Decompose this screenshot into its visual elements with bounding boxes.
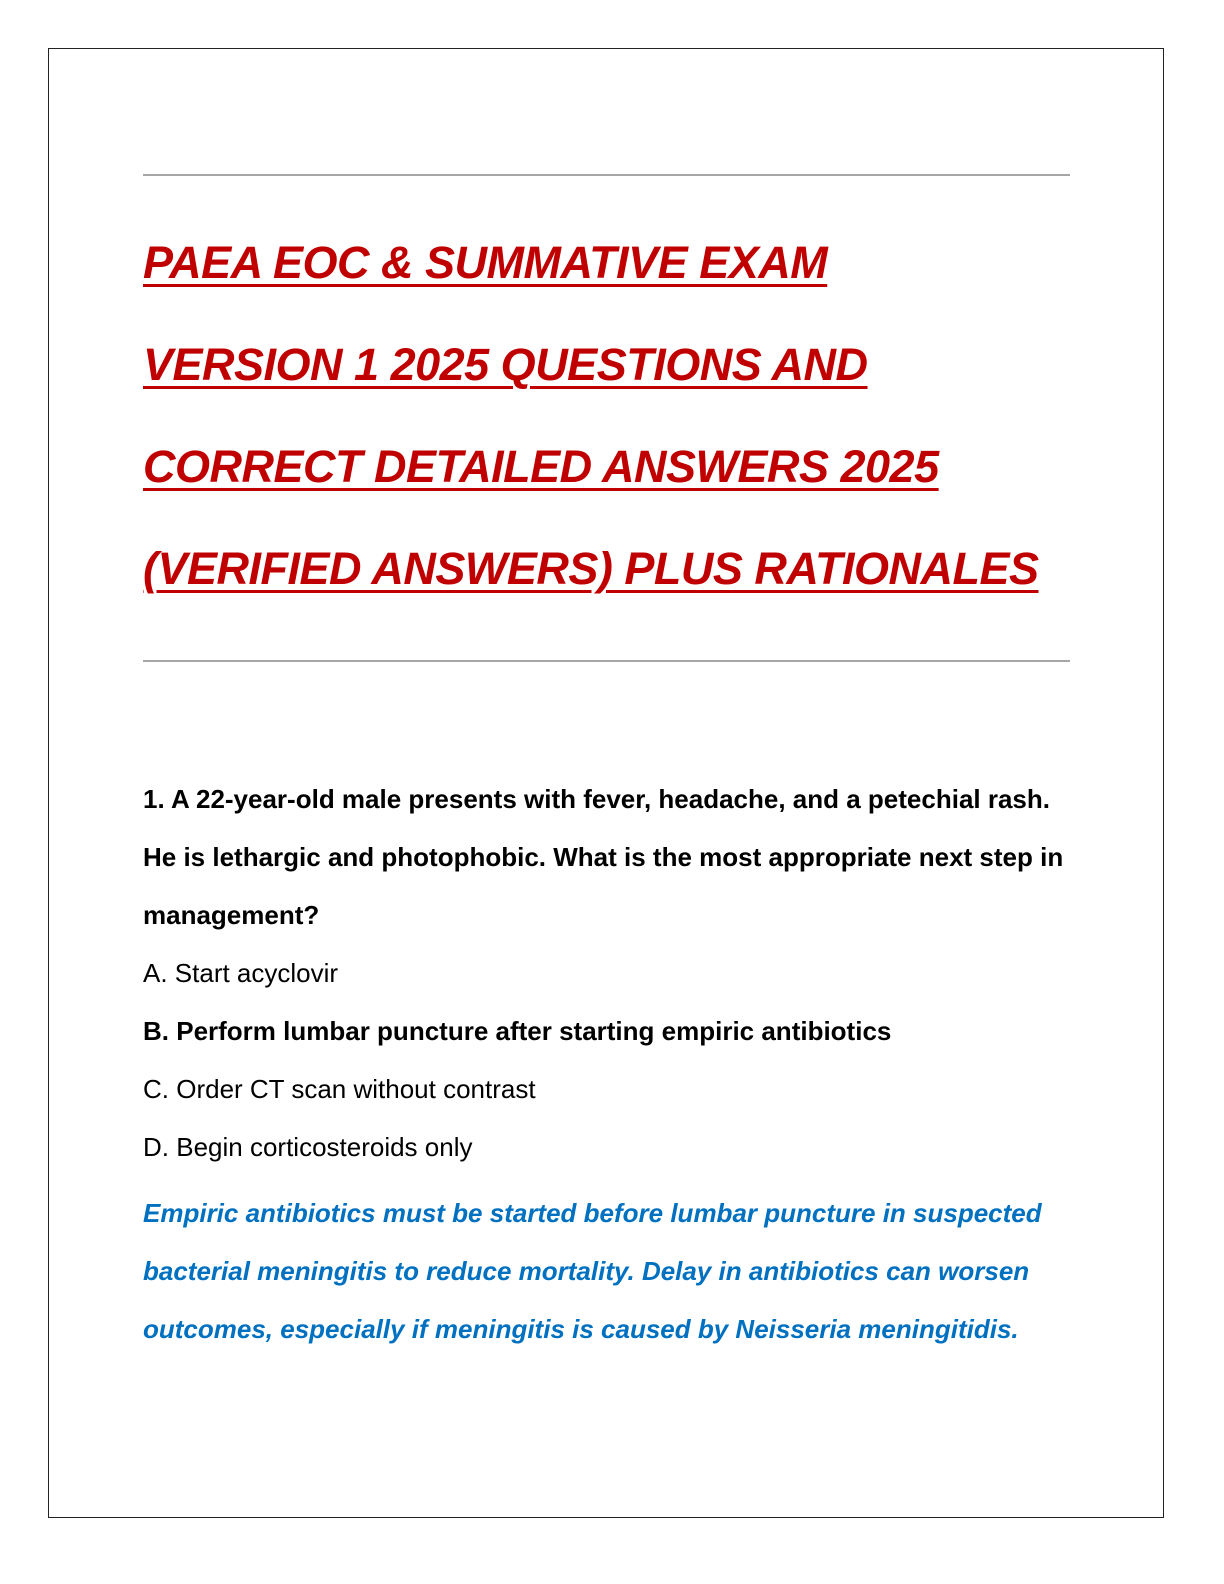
page-border [48,48,1164,1518]
title-line: PAEA EOC & SUMMATIVE EXAM [143,237,828,288]
question-block: 1. A 22-year-old male presents with feve… [143,770,1073,1358]
top-divider [143,174,1070,176]
question-stem: 1. A 22-year-old male presents with feve… [143,784,1064,930]
title-line: VERSION 1 2025 QUESTIONS AND [143,339,868,390]
answer-option-c: C. Order CT scan without contrast [143,1074,536,1104]
bottom-divider [143,660,1070,662]
answer-option-b-correct: B. Perform lumbar puncture after startin… [143,1016,892,1046]
answer-option-a: A. Start acyclovir [143,958,339,988]
answer-option-d: D. Begin corticosteroids only [143,1132,473,1162]
document-title: PAEA EOC & SUMMATIVE EXAM VERSION 1 2025… [143,212,1103,620]
answer-options: A. Start acyclovir B. Perform lumbar pun… [143,944,1073,1176]
answer-rationale: Empiric antibiotics must be started befo… [143,1198,1042,1344]
title-line: CORRECT DETAILED ANSWERS 2025 [143,441,939,492]
title-line: (VERIFIED ANSWERS) PLUS RATIONALES [143,543,1039,594]
